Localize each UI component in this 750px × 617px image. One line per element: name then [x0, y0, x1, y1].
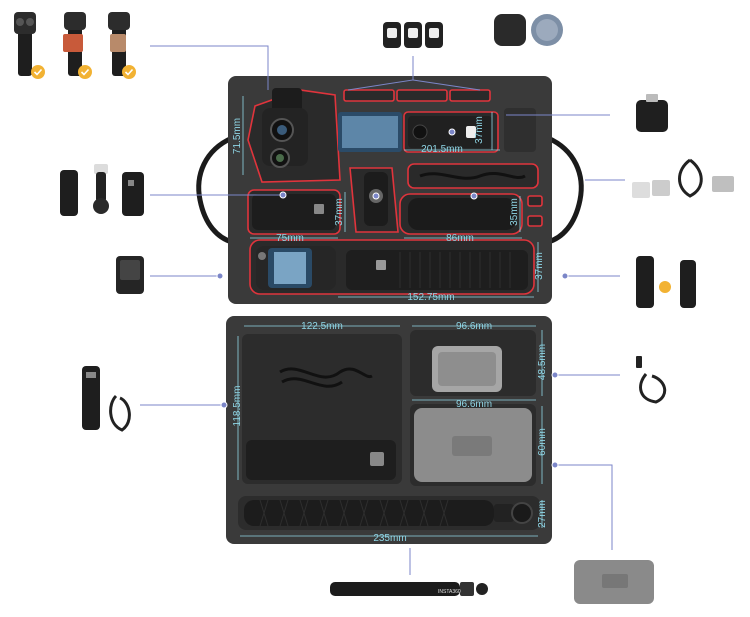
dim-battery-width: 75mm — [276, 233, 304, 244]
dim-grip-depth: 35mm — [509, 198, 520, 226]
rod-brand-label: INSTA360 — [438, 589, 461, 595]
mic-windscreen — [494, 14, 563, 46]
dim-box-width: 96.6mm — [456, 399, 492, 410]
dim-pouch-width: 96.6mm — [456, 321, 492, 332]
dim-box-height: 60mm — [537, 428, 548, 456]
upper-case: 71.5mm 201.5mm 37mm 37mm 75mm 86mm 35mm … — [196, 76, 584, 304]
dim-gimbal-height: 71.5mm — [232, 118, 243, 154]
dim-top-width: 201.5mm — [421, 144, 463, 155]
check-badge-icon — [78, 65, 92, 79]
camera-variant-3 — [108, 12, 136, 79]
dim-bottom-depth: 37mm — [534, 252, 545, 280]
dim-pouch-height: 48.5mm — [537, 344, 548, 380]
dim-total-width: 235mm — [373, 533, 406, 544]
dim-top-right-depth: 37mm — [474, 116, 485, 144]
dim-rod-depth: 27mm — [537, 500, 548, 528]
dim-bottom-width: 152.75mm — [407, 292, 454, 303]
check-badge-icon — [122, 65, 136, 79]
check-badge-icon — [31, 65, 45, 79]
camera-variant-1 — [14, 12, 45, 79]
dim-left-width: 122.5mm — [301, 321, 343, 332]
dim-grip-width: 86mm — [446, 233, 474, 244]
dim-battery-depth: 37mm — [334, 198, 345, 226]
nd-filters — [383, 22, 443, 48]
extension-grip-and-cable — [82, 366, 131, 432]
camera-variant-2 — [63, 12, 92, 79]
lower-case: 122.5mm 118.5mm 96.6mm 48.5mm 96.6mm 60m… — [226, 316, 552, 544]
callout-lines — [140, 45, 625, 575]
camera-variants — [14, 12, 136, 79]
screen-module — [116, 256, 144, 294]
right-side-accessories: INSTA360 — [330, 94, 734, 604]
left-accessories-row — [60, 164, 144, 216]
dim-left-height: 118.5mm — [232, 386, 243, 427]
